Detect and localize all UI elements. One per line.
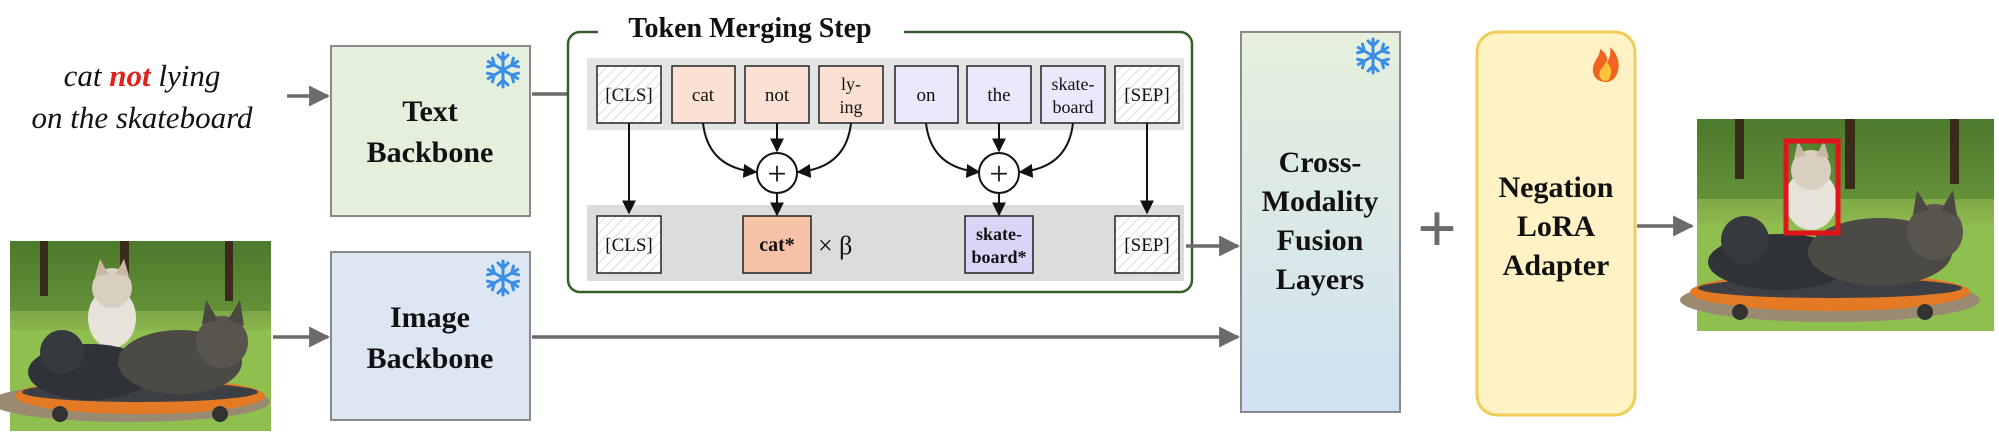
token-skateboard: skate- board	[1040, 65, 1106, 124]
token-on: on	[894, 65, 959, 124]
token-sep: [SEP]	[1114, 65, 1180, 124]
merge-arrow-skateboard	[1018, 122, 1074, 178]
svg-text:on: on	[917, 85, 937, 106]
svg-text:[SEP]: [SEP]	[1124, 85, 1169, 106]
merge-arrow-cat	[702, 122, 758, 178]
merge-arrow-on	[925, 122, 981, 178]
token-not: not	[744, 65, 810, 124]
fusion-label-4: Layers	[1276, 263, 1364, 296]
text-backbone-label-1: Text	[402, 95, 458, 128]
svg-text:[CLS]: [CLS]	[605, 235, 653, 256]
merged-token-skateboard: skate- board*	[964, 215, 1034, 274]
image-backbone-box: Image Backbone	[330, 251, 531, 421]
text-backbone-box: Text Backbone	[330, 45, 531, 217]
negation-word: not	[109, 58, 152, 93]
svg-text:not: not	[765, 85, 790, 106]
svg-text:+: +	[989, 156, 1008, 193]
svg-text:board: board	[1053, 97, 1094, 117]
fusion-label-2: Modality	[1262, 185, 1379, 218]
query-line-2: on the skateboard	[32, 100, 253, 135]
svg-text:the: the	[987, 85, 1010, 106]
lora-label-1: Negation	[1499, 171, 1614, 204]
svg-text:ly-: ly-	[841, 74, 861, 94]
lora-adapter-box: Negation LoRA Adapter	[1475, 30, 1637, 417]
svg-text:skate-: skate-	[976, 224, 1022, 244]
merge-plus-right: +	[978, 152, 1020, 194]
merged-token-cls: [CLS]	[596, 215, 662, 274]
fusion-label-1: Cross-	[1279, 146, 1362, 179]
text-backbone-label-2: Backbone	[367, 136, 494, 169]
detection-bounding-box	[1783, 138, 1841, 236]
merge-arrow-lying	[796, 122, 852, 178]
svg-text:cat: cat	[692, 85, 715, 106]
token-the: the	[966, 65, 1032, 124]
svg-text:[SEP]: [SEP]	[1124, 235, 1169, 256]
lora-label-3: Adapter	[1503, 249, 1610, 282]
fusion-label-3: Fusion	[1277, 224, 1364, 257]
svg-text:skate-: skate-	[1052, 74, 1095, 94]
token-cls: [CLS]	[596, 65, 662, 124]
image-backbone-label-1: Image	[390, 301, 470, 334]
input-image	[0, 241, 271, 431]
svg-text:+: +	[767, 156, 786, 193]
svg-text:board*: board*	[971, 247, 1026, 267]
flame-icon	[1592, 47, 1619, 82]
plus-operator: +	[1417, 191, 1457, 268]
token-cat: cat	[671, 65, 736, 124]
query-line-1: cat not lying	[64, 58, 221, 93]
fusion-layers-box: Cross- Modality Fusion Layers	[1240, 31, 1401, 413]
svg-text:ing: ing	[839, 97, 862, 117]
token-merging-group: Token Merging Step [CLS] cat not ly- ing…	[566, 13, 1194, 294]
merged-token-sep: [SEP]	[1114, 215, 1180, 274]
merge-plus-left: +	[756, 152, 798, 194]
lora-label-2: LoRA	[1517, 210, 1596, 243]
svg-text:cat*: cat*	[759, 234, 795, 256]
merged-token-strip	[587, 205, 1184, 281]
image-backbone-label-2: Backbone	[367, 342, 494, 375]
token-merging-title: Token Merging Step	[628, 13, 871, 44]
token-lying: ly- ing	[818, 65, 884, 124]
beta-scaling-label: × β	[818, 231, 852, 260]
svg-text:[CLS]: [CLS]	[605, 85, 653, 106]
output-image	[1680, 119, 1994, 331]
merged-token-cat: cat*	[742, 215, 812, 274]
